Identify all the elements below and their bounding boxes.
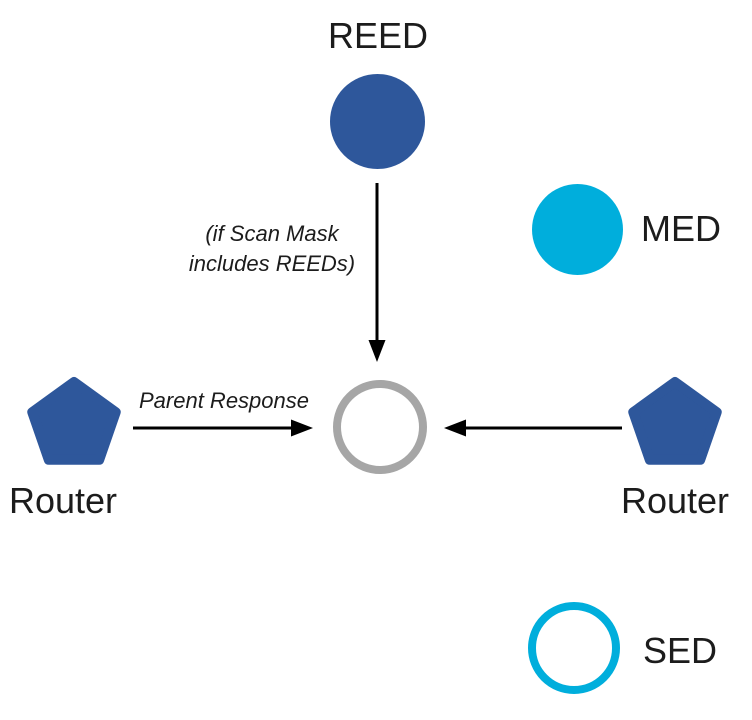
reed-to-center-arrowhead — [368, 340, 386, 362]
router-right-label: Router — [620, 480, 730, 521]
med-label: MED — [641, 208, 721, 249]
scan-mask-annotation: (if Scan Mask includes REEDs) — [188, 221, 356, 276]
sed-label: SED — [643, 630, 718, 671]
router-left-to-center-arrowhead — [291, 419, 313, 437]
router-right-pentagon — [628, 377, 722, 465]
router-left-pentagon — [27, 377, 121, 465]
med-node-circle — [532, 184, 623, 275]
sed-node-circle — [528, 602, 620, 694]
center-joining-node-circle — [333, 380, 427, 474]
reed-label: REED — [327, 15, 429, 56]
router-right-to-center-arrowhead — [444, 419, 466, 437]
parent-response-annotation: Parent Response — [139, 388, 309, 413]
reed-node-circle — [330, 74, 425, 169]
router-left-label: Router — [8, 480, 118, 521]
